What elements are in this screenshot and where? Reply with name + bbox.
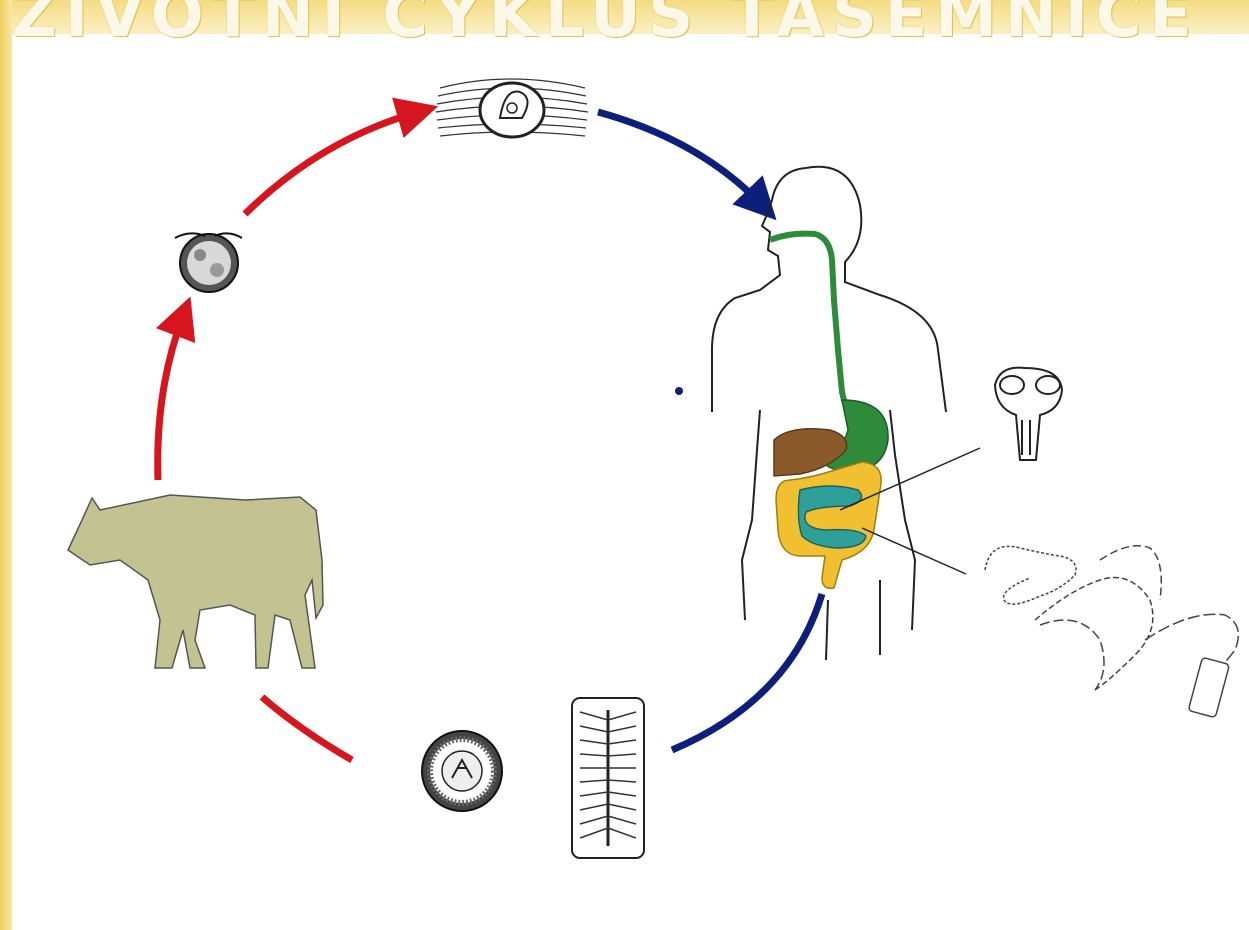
arrow-egg-to-tissue-egg <box>245 112 418 214</box>
gravid-proglottid-icon <box>572 698 644 858</box>
egg-in-tissue-icon <box>436 79 588 137</box>
embryophore-egg-icon <box>175 233 242 292</box>
cow-icon <box>68 495 323 668</box>
digestive-tract <box>770 234 888 589</box>
scolex-icon <box>995 368 1062 460</box>
blue-dot <box>675 387 683 395</box>
arrow-cow-to-egg <box>158 316 183 480</box>
tapeworm-strobila-icon <box>985 546 1238 718</box>
arrow-oncosphere-to-cow <box>262 697 352 760</box>
oncosphere-egg-icon <box>422 731 502 811</box>
large-intestine <box>776 462 881 588</box>
arrow-human-to-proglottid <box>672 594 822 750</box>
arrow-tissue-egg-to-human <box>598 112 762 205</box>
